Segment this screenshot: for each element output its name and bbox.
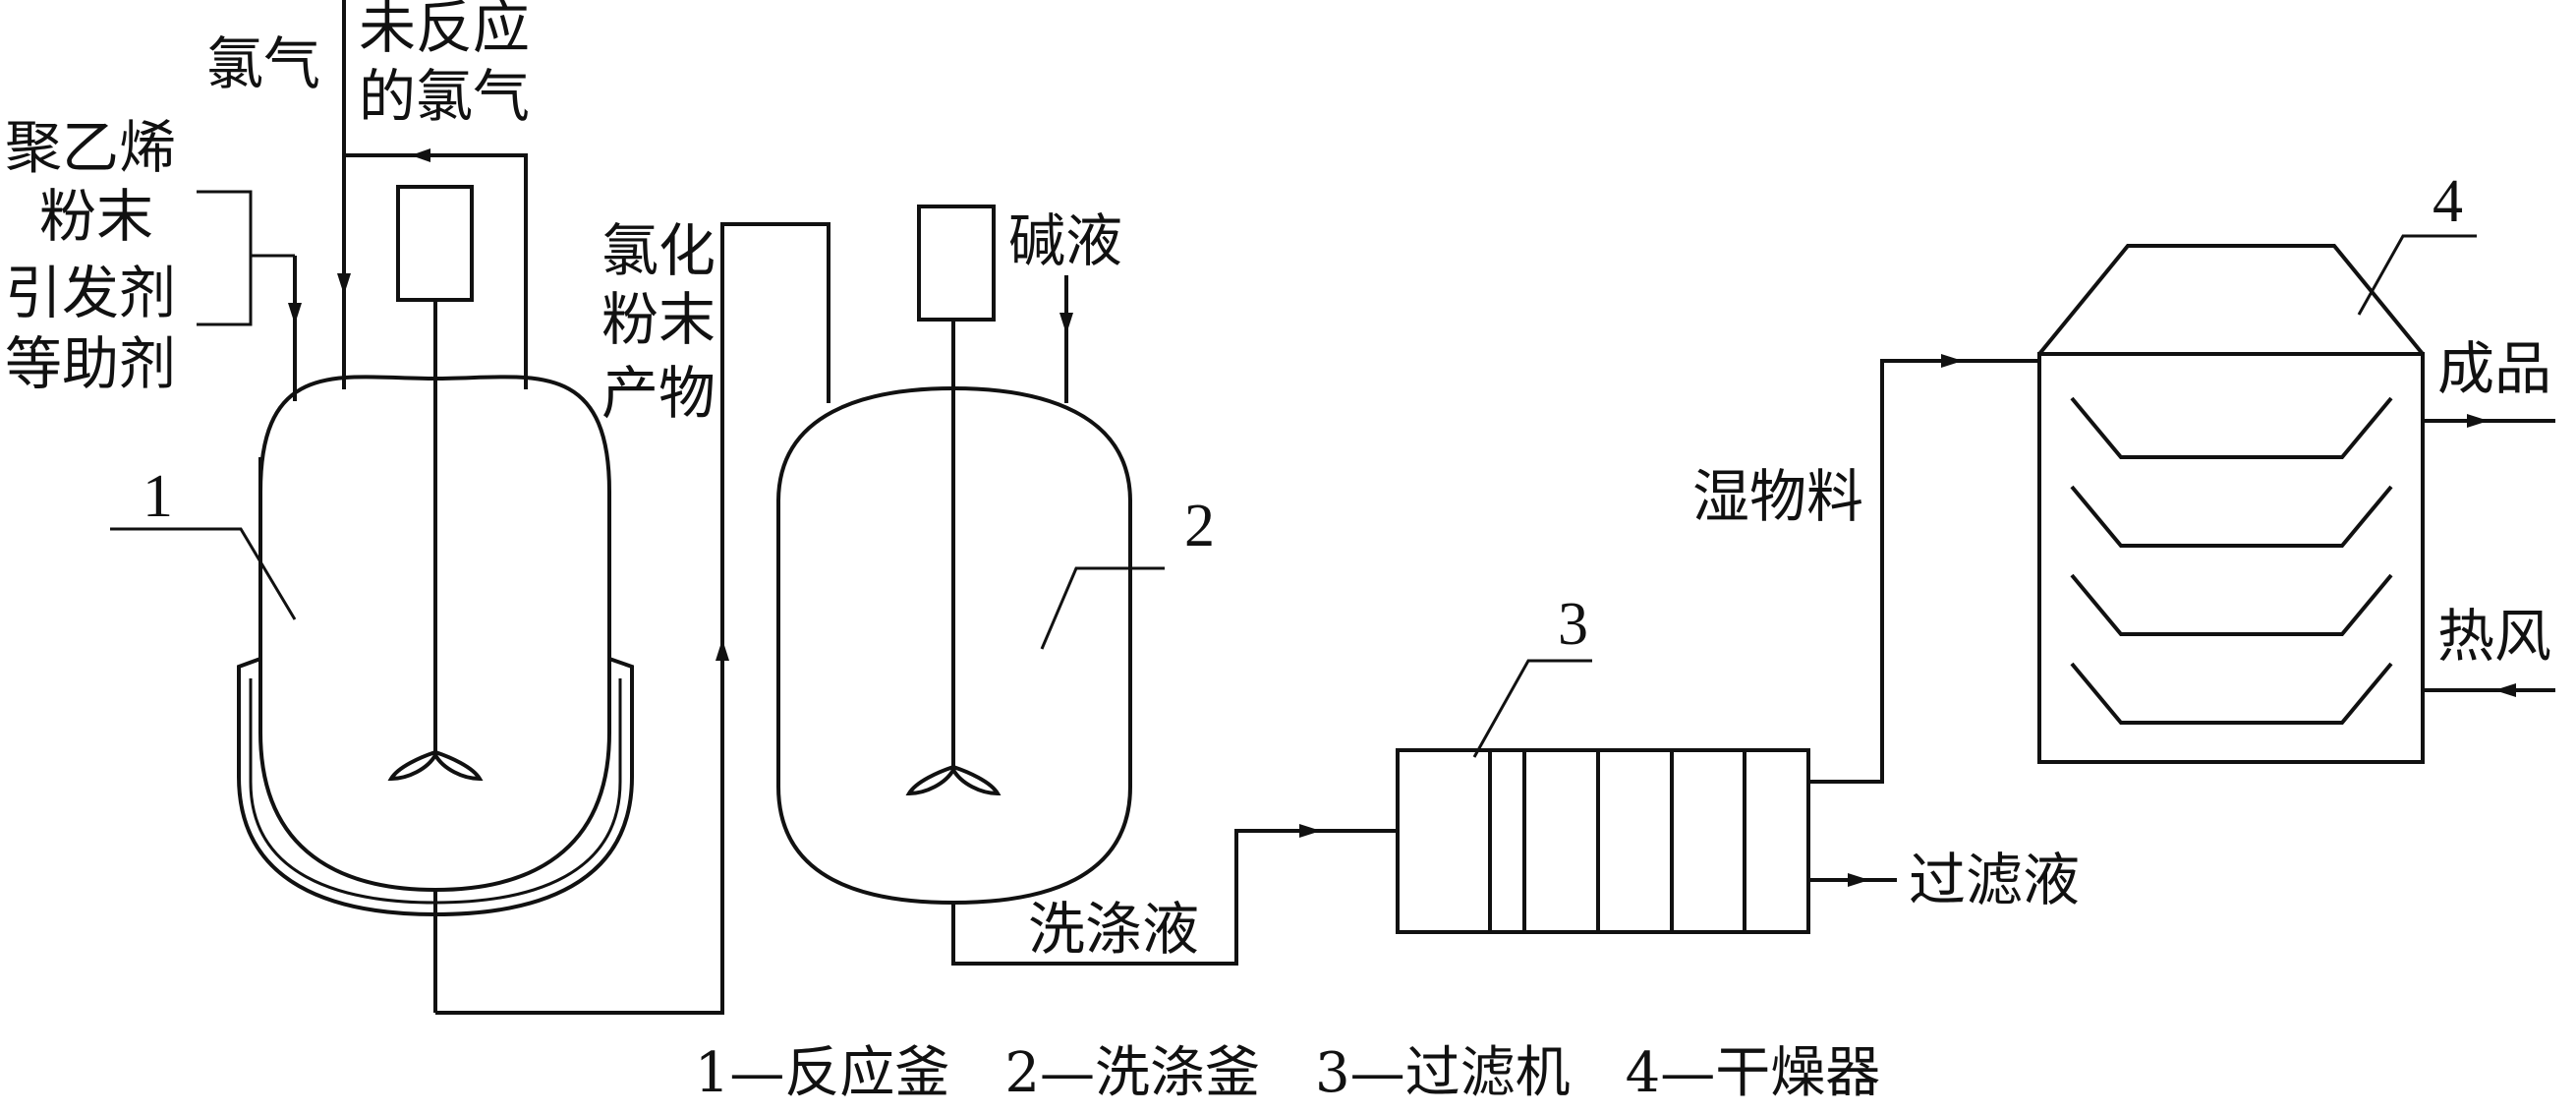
number-reactor: 1 (143, 463, 173, 530)
number-washer: 2 (1184, 493, 1215, 559)
dryer-tray-2 (2070, 485, 2393, 548)
feed-arrow (288, 303, 302, 324)
dryer-hood (2037, 244, 2425, 356)
number-filter: 3 (1558, 591, 1588, 658)
leader-3 (1472, 659, 1592, 758)
washer-motor (917, 205, 996, 322)
wet-material-arrow (1941, 354, 1963, 368)
product-out-arrow (2467, 414, 2489, 428)
transfer-pipe (435, 222, 830, 1015)
wash-outlet-pipe (951, 829, 1398, 966)
label-init-2: 等助剂 (5, 330, 176, 397)
dryer-body (2037, 352, 2425, 764)
dryer-tray-3 (2070, 573, 2393, 636)
leader-lines (110, 234, 2477, 758)
leader-2 (1040, 566, 1165, 650)
reactor-inlets (197, 0, 528, 401)
filter-3 (1396, 354, 2039, 934)
label-product-2: 粉末 (601, 286, 716, 353)
washer-vessel (776, 385, 1132, 906)
feed-bracket-top (197, 190, 295, 258)
label-unreacted-1: 未反应 (359, 0, 530, 61)
label-finished: 成品 (2437, 335, 2551, 402)
dryer-4 (2037, 244, 2555, 764)
reactor-agitator (387, 749, 484, 782)
label-hot-air: 热风 (2437, 603, 2551, 670)
washer-agitator (905, 764, 1002, 796)
product-arrow (716, 639, 729, 661)
washer-2 (776, 205, 1398, 966)
alkali-arrow (1059, 313, 1073, 334)
filter-body (1396, 748, 1810, 934)
label-pe-2: 粉末 (39, 183, 153, 250)
label-unreacted-2: 的氯气 (359, 63, 530, 130)
dryer-tray-1 (2070, 396, 2393, 459)
label-product-1: 氯化 (601, 217, 716, 284)
reactor-vessel (258, 375, 611, 893)
number-dryer: 4 (2433, 168, 2463, 235)
label-init-1: 引发剂 (5, 260, 176, 326)
label-chlorine: 氯气 (206, 30, 320, 97)
label-wash-liquid: 洗涤液 (1028, 896, 1199, 963)
unreacted-pipe (344, 153, 528, 389)
label-pe-1: 聚乙烯 (5, 114, 176, 181)
wash-outlet-arrow (1299, 824, 1321, 838)
leader-1 (110, 527, 297, 620)
dryer-tray-4 (2070, 662, 2393, 725)
leader-4 (2357, 234, 2477, 316)
reactor-1 (237, 185, 634, 1013)
reactor-motor (396, 185, 474, 302)
label-product-3: 产物 (601, 360, 716, 427)
unreacted-arrow (411, 148, 430, 162)
label-alkali: 碱液 (1008, 207, 1122, 274)
figure-caption: 1—反应釜 2—洗涤釜 3—过滤机 4—干燥器 (695, 1041, 1881, 1105)
feed-bracket-bottom (197, 256, 253, 326)
label-wet-material: 湿物料 (1692, 463, 1863, 530)
wet-material-pipe (1808, 359, 2039, 784)
product-pipe (435, 222, 830, 1015)
hot-air-arrow (2494, 683, 2516, 697)
chlorine-arrow (337, 273, 351, 295)
filtrate-arrow (1848, 873, 1869, 887)
label-filtrate: 过滤液 (1909, 847, 2080, 913)
